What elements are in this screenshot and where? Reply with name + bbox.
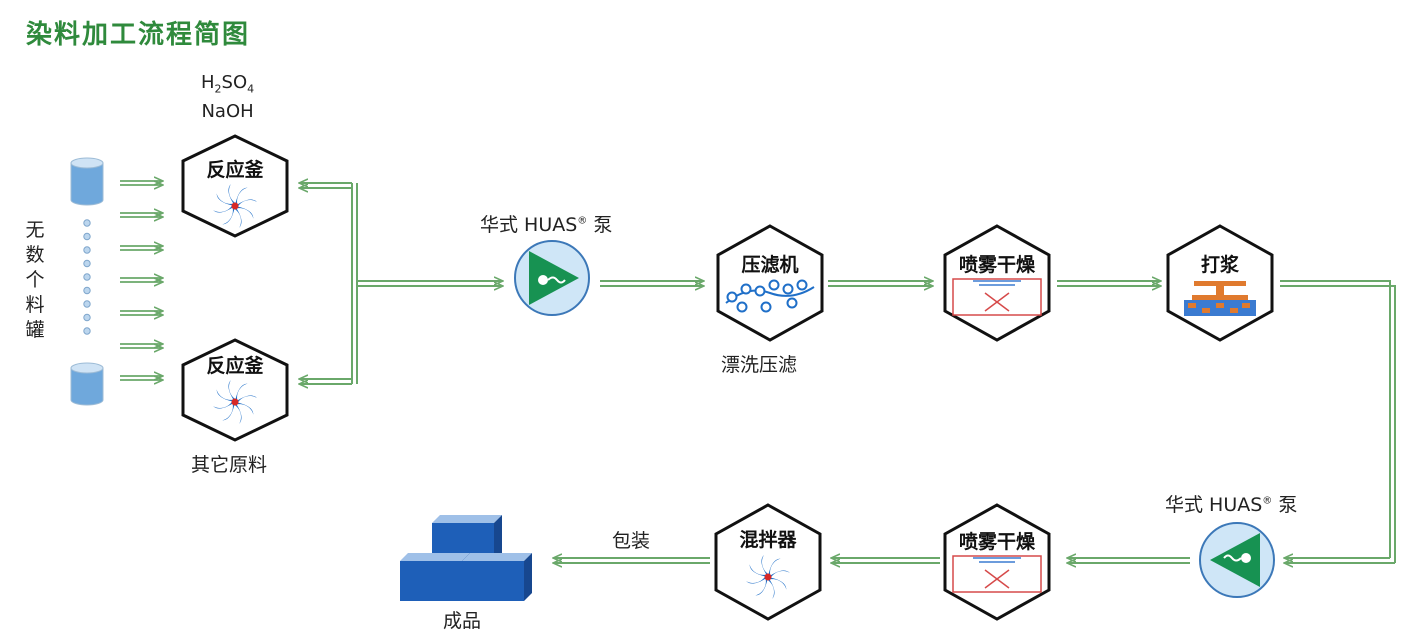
fan-icon (746, 555, 790, 599)
tank-dot (83, 313, 91, 322)
reactor-top: 反应釜 (181, 134, 289, 238)
tank-dot (83, 219, 91, 227)
tank-dot (83, 232, 91, 241)
spray-dryer-bottom-label: 喷雾干燥 (959, 531, 1036, 553)
tank-dot (83, 246, 91, 254)
tank-dot (83, 300, 91, 308)
tank-dot (83, 286, 91, 295)
product-cubes-icon (400, 515, 532, 601)
fan-icon (213, 380, 257, 424)
page-title: 染料加工流程简图 (26, 20, 251, 50)
pump-top (514, 240, 590, 316)
mixer: 混拌器 (714, 503, 822, 621)
packing-label: 包装 (612, 530, 651, 552)
pump-top-label: 华式 HUAS® 泵 (480, 214, 613, 236)
filter-press-label: 压滤机 (741, 254, 798, 276)
filter-caption-label: 漂洗压滤 (721, 354, 798, 376)
tank-top (70, 157, 104, 206)
other-materials-label: 其它原料 (191, 454, 268, 476)
reactor-outflow-lines (300, 183, 502, 384)
tank-bottom (70, 362, 104, 406)
spray-dryer-top-label: 喷雾干燥 (959, 254, 1036, 276)
mixer-label: 混拌器 (739, 529, 797, 551)
reactor-bottom: 反应釜 (181, 338, 289, 442)
reactor-top-label: 反应釜 (206, 158, 264, 181)
tanks-label: 无数个料罐 (25, 219, 45, 341)
spray-dryer-top: 喷雾干燥 (943, 224, 1051, 342)
chemical-inputs-label: H2SO4 NaOH (201, 72, 255, 122)
fan-icon (213, 184, 257, 228)
beater-label: 打浆 (1201, 253, 1240, 276)
product-label: 成品 (443, 610, 482, 632)
tank-dots (83, 219, 91, 335)
spray-dryer-bottom: 喷雾干燥 (943, 503, 1051, 621)
reactor-bottom-label: 反应釜 (206, 354, 264, 377)
beater: 打浆 (1166, 224, 1274, 342)
tank-dot (83, 273, 91, 281)
tank-dot (83, 259, 91, 268)
pump-bottom (1199, 522, 1275, 598)
pump-bottom-label: 华式 HUAS® 泵 (1165, 494, 1298, 516)
flow-arrows-bottom (554, 558, 1190, 563)
tank-dot (83, 327, 91, 335)
input-arrows (120, 181, 162, 380)
filter-press: 压滤机 (716, 224, 824, 342)
flow-arrows-top (600, 281, 1396, 563)
